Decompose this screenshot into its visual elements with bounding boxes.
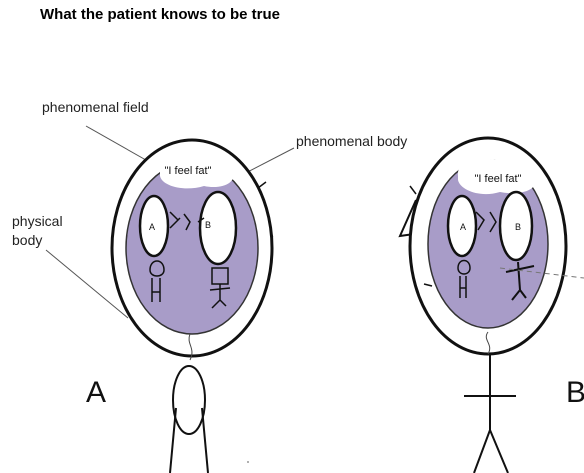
figure-a-body <box>173 366 205 434</box>
figure-a-label-b: B <box>205 220 211 230</box>
figure-a-label-a: A <box>149 222 155 232</box>
figure-a-thought-text: "I feel fat" <box>165 165 212 177</box>
figure-b <box>400 138 584 473</box>
figure-b-legs <box>474 430 508 473</box>
figure-a <box>112 140 272 473</box>
figure-b-label-b: B <box>515 222 521 232</box>
figure-b-thought-text: "I feel fat" <box>475 173 522 185</box>
figure-b-label-a: A <box>460 222 466 232</box>
